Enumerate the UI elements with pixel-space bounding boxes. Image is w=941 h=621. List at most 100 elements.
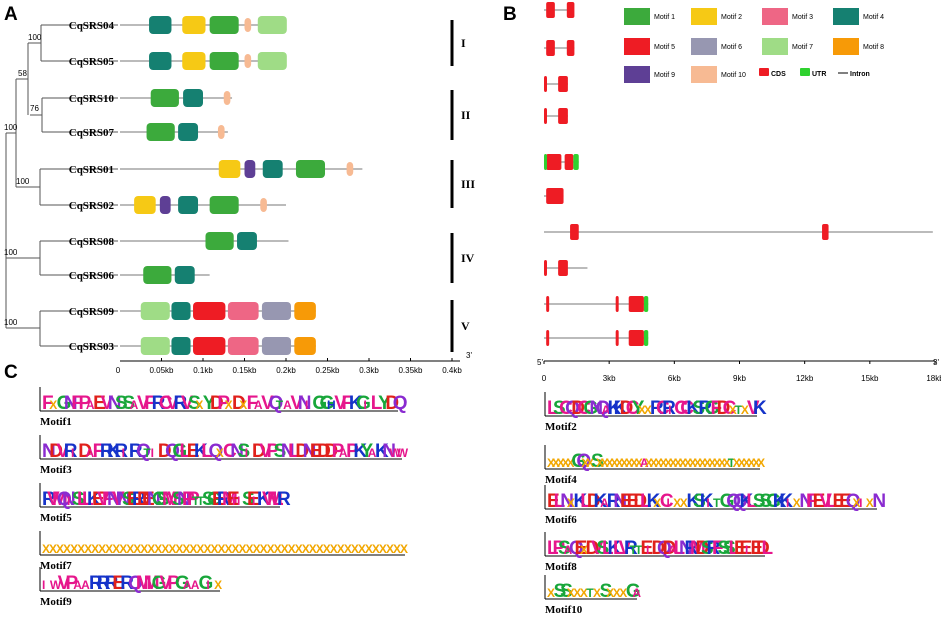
gene-structure-row [544, 108, 568, 124]
legend-label: Motif 3 [792, 14, 813, 21]
cds-block [570, 224, 579, 240]
motif-box [237, 232, 257, 250]
logo-label: Motif1 [40, 416, 72, 428]
structure-scale-axis: 5' 3' 03kb6kb9kb12kb15kb18kb [537, 358, 941, 383]
legend-swatch [624, 8, 650, 25]
cds-block [546, 296, 550, 312]
gene-structure-row [544, 296, 649, 312]
cds-block [566, 2, 575, 18]
gene-row: CqSRS02 [69, 196, 286, 214]
motif-logo: XXXXXGQXXSXXXXXXXXXAXXXXXXXXXXXXXXXXXTXX… [544, 445, 765, 486]
motif-box [223, 91, 231, 105]
bootstrap-label: 100 [4, 318, 18, 327]
gene-structure-row [544, 330, 649, 346]
motif-axis-tick-label: 0.2kb [276, 366, 296, 375]
motif-box [209, 16, 239, 34]
structure-axis-end: 3' [933, 358, 939, 367]
gene-label: CqSRS07 [69, 127, 115, 139]
motif-box [295, 160, 326, 178]
motif-box [217, 125, 225, 139]
utr-block [643, 296, 649, 312]
legend-swatch [691, 8, 717, 25]
motif-box [244, 54, 252, 68]
motif-box [140, 302, 170, 320]
legend-swatch [833, 8, 859, 25]
motif-box [149, 16, 172, 34]
motif-box [146, 123, 175, 141]
cds-block [544, 76, 547, 92]
motif-box [257, 52, 287, 70]
gene-label: CqSRS08 [69, 236, 115, 248]
gene-structure-row [544, 40, 575, 56]
logo-label: Motif6 [545, 514, 577, 526]
motif-box [346, 162, 354, 176]
motif-axis-tick-label: 0.3kb [359, 366, 379, 375]
logo-sequence: XXXXXXXXXXXXXXXXXXXXXXXXXXXXXXXXXXXXXXXX… [42, 542, 408, 556]
motif-box [159, 196, 171, 214]
gene-label: CqSRS01 [69, 164, 114, 176]
cds-block [615, 296, 619, 312]
cds-block [558, 260, 568, 276]
motif-box [178, 196, 199, 214]
motif-box [193, 302, 226, 320]
cds-block [546, 154, 562, 170]
motif-axis-tick-label: 0.05kb [149, 366, 174, 375]
cds-block [546, 40, 555, 56]
gene-structure-row [544, 154, 579, 170]
logo-label: Motif7 [40, 560, 72, 572]
gene-structure-rows [544, 2, 933, 346]
cds-block [822, 224, 829, 240]
legend-label: Motif 10 [721, 72, 746, 79]
gene-label: CqSRS04 [69, 20, 115, 32]
legend-swatch [624, 66, 650, 83]
logo-sequence: XXXXXGQXXSXXXXXXXXXAXXXXXXXXXXXXXXXXXTXX… [547, 451, 765, 472]
group-label: IV [461, 251, 475, 265]
motif-box [209, 196, 239, 214]
motif-box [294, 302, 316, 320]
bootstrap-label: 100 [4, 248, 18, 257]
logo-label: Motif2 [545, 421, 577, 433]
panel-label-b: B [503, 4, 517, 25]
legend-swatch [762, 8, 788, 25]
cds-block [558, 76, 568, 92]
motif-box [171, 302, 191, 320]
legend-swatch [691, 38, 717, 55]
utr-block [573, 154, 579, 170]
structure-axis-tick-label: 18kb [926, 374, 941, 383]
gene-structure-row [544, 188, 564, 204]
legend-utr-swatch [800, 68, 810, 76]
gene-row: CqSRS08 [69, 232, 289, 250]
gene-structure-row [544, 2, 575, 18]
legend-cds-swatch [759, 68, 769, 76]
cds-block [546, 188, 564, 204]
bootstrap-label: 100 [4, 123, 18, 132]
cds-block [628, 330, 644, 346]
utr-block [643, 330, 649, 346]
gene-label: CqSRS02 [69, 200, 115, 212]
logo-sequence: XSSXXXTXSXXXGA [547, 581, 641, 602]
panel-label-c: C [4, 362, 18, 383]
motif-box [150, 89, 179, 107]
bootstrap-label: 76 [30, 104, 39, 113]
cds-block [566, 40, 575, 56]
legend-label: Motif 5 [654, 44, 675, 51]
legend-label: Motif 4 [863, 14, 884, 21]
motif-axis-tick-label: 0.1kb [193, 366, 213, 375]
motif-box [218, 160, 241, 178]
gene-row: CqSRS06 [69, 266, 210, 284]
cds-block [544, 108, 547, 124]
bootstrap-label: 58 [18, 69, 27, 78]
motif-box [183, 89, 203, 107]
